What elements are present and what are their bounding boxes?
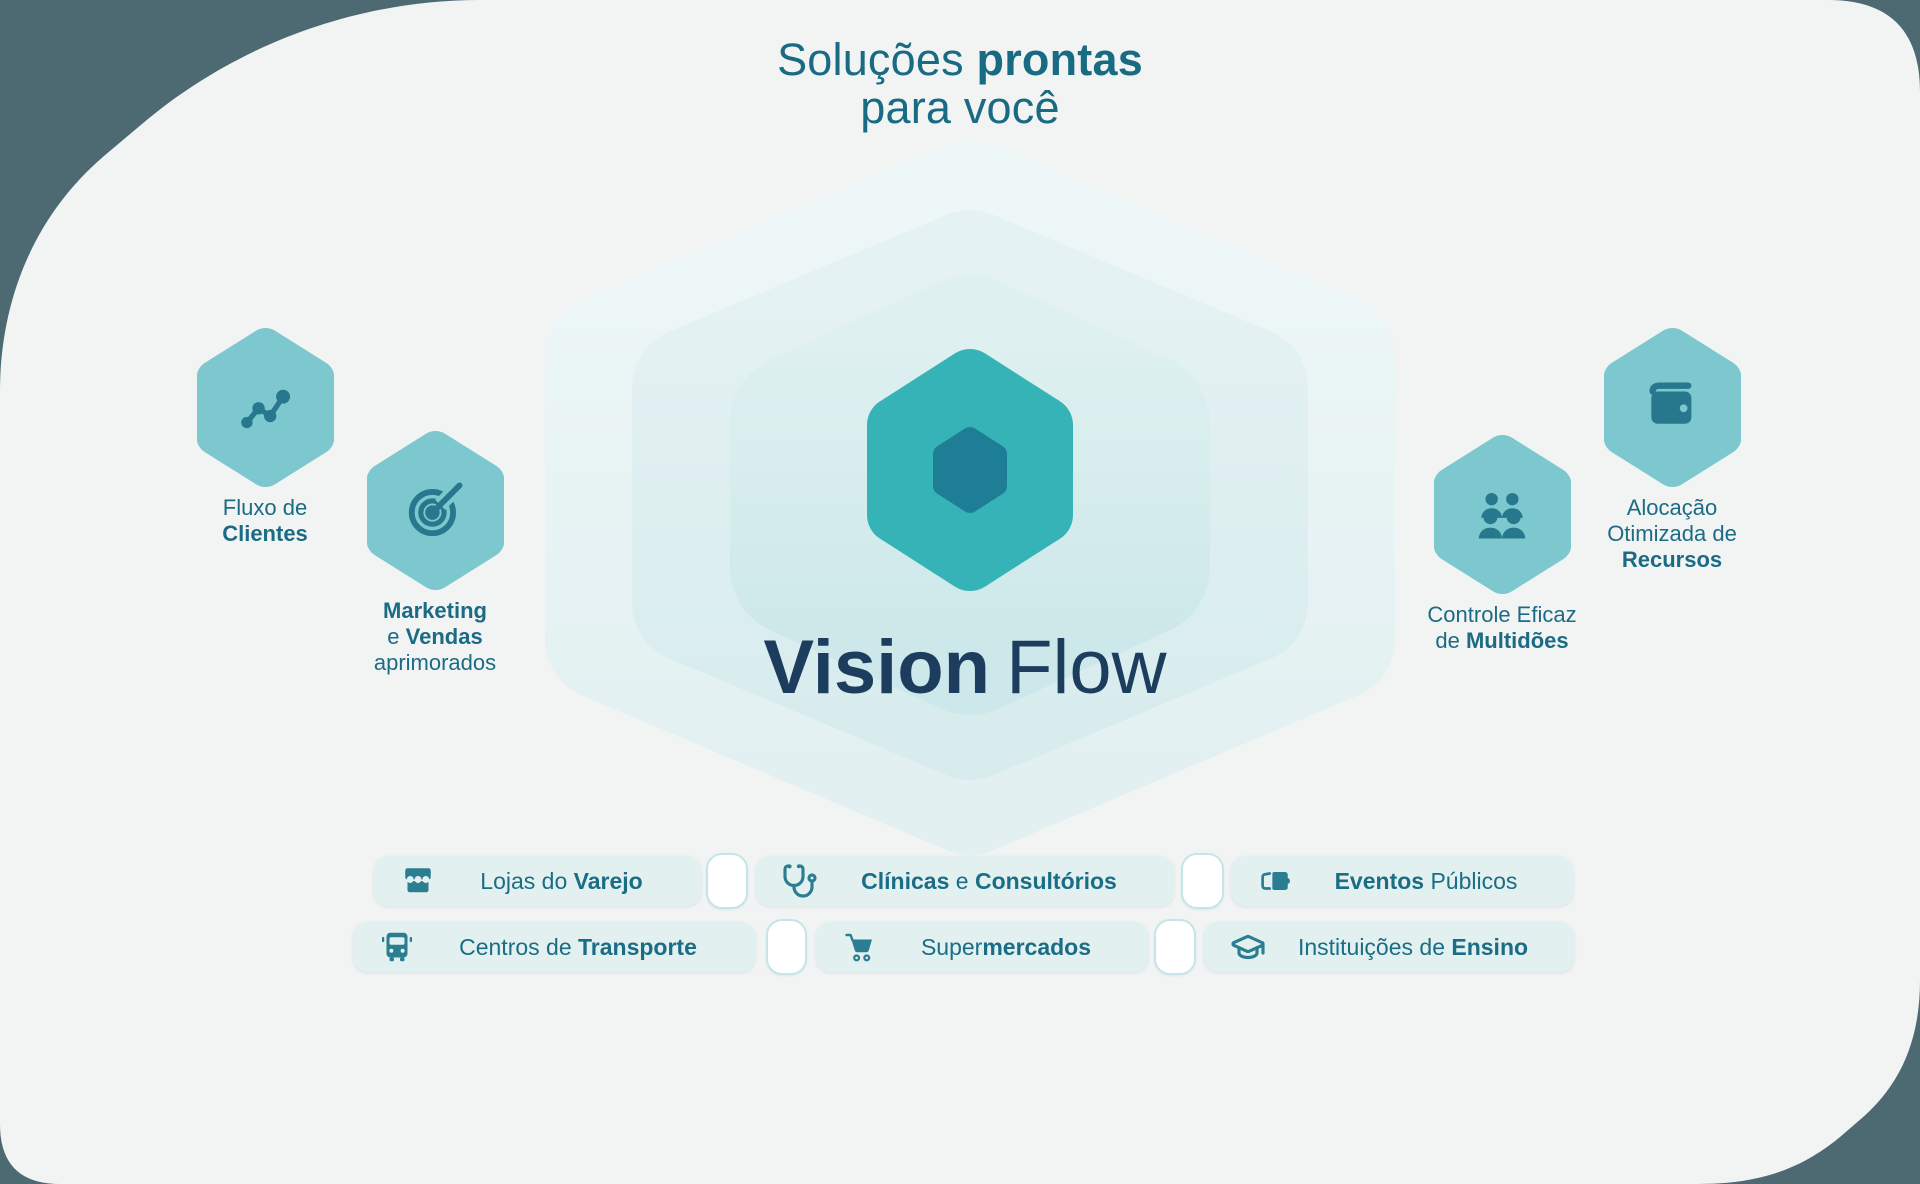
wallet-icon [1648, 382, 1691, 424]
pill-connector [1154, 919, 1196, 975]
cart-icon [845, 933, 872, 962]
storefront-icon [405, 868, 431, 893]
pill-label: Clínicas e Consultórios [861, 867, 1117, 894]
pill-supermercados[interactable]: Supermercados [816, 922, 1148, 972]
pill-clinicas-consultorios[interactable]: Clínicas e Consultórios [756, 856, 1174, 906]
hexagon-badge [196, 328, 334, 487]
hexagon-badge [1433, 435, 1571, 594]
hexagon-shape [1433, 435, 1571, 594]
hexagon-shape [196, 328, 334, 487]
target-goal-icon [408, 479, 466, 537]
logo-word-light: Flow [1006, 625, 1167, 710]
ticket-icon [1261, 872, 1290, 890]
page-title: Soluções prontas para você [0, 34, 1920, 134]
pill-label: Centros de Transporte [459, 933, 697, 960]
logo-hexagon-icon [867, 349, 1073, 591]
hexagon-badge [1603, 328, 1741, 487]
pill-label: Supermercados [920, 933, 1092, 960]
pill-centros-transporte[interactable]: Centros de Transporte [353, 922, 755, 972]
logo-word-bold: Vision [763, 625, 991, 710]
pill-eventos-publicos[interactable]: Eventos Públicos [1231, 856, 1573, 906]
pill-instituicoes-ensino[interactable]: Instituições de Ensino [1204, 922, 1574, 972]
bus-icon [382, 932, 412, 962]
analytics-nodes-icon [240, 389, 290, 429]
pill-label: Instituições de Ensino [1297, 933, 1529, 960]
page-title-line1: Soluções prontas [777, 34, 1143, 85]
crowd-icon [1478, 492, 1525, 539]
pill-label: Lojas do Varejo [480, 867, 643, 894]
page-title-line2: para você [860, 82, 1060, 134]
hexagon-badge [366, 431, 504, 590]
pill-label: Eventos Públicos [1334, 867, 1518, 894]
graduation-cap-icon [1231, 934, 1265, 960]
stethoscope-icon [783, 864, 817, 898]
pill-lojas-varejo[interactable]: Lojas do Varejo [374, 856, 701, 906]
pill-connector [766, 919, 807, 975]
pill-connector [706, 853, 748, 909]
pill-connector [1181, 853, 1224, 909]
